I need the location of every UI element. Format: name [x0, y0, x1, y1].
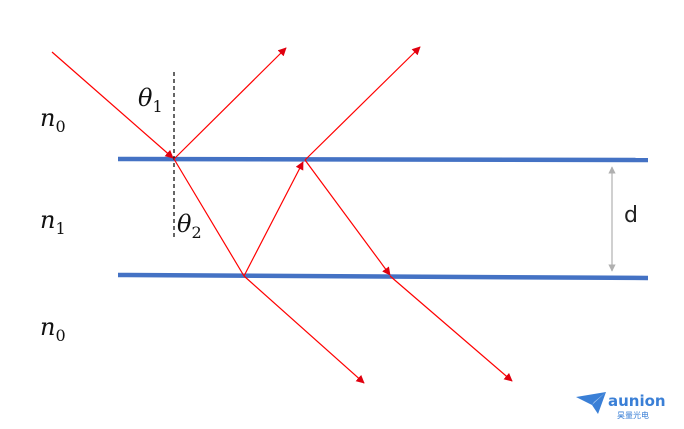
internal-ray-down-2 [304, 159, 391, 276]
label-n-middle: n1 [40, 206, 66, 238]
label-theta-2: θ2 [177, 210, 202, 242]
logo-name: aunion [608, 392, 666, 410]
label-n-top: n0 [40, 104, 66, 136]
transmitted-ray-1 [243, 275, 365, 384]
label-n-bottom: n0 [40, 313, 66, 345]
reflected-ray-1 [173, 47, 287, 160]
label-thickness: d [624, 203, 638, 228]
label-theta-1: θ1 [138, 84, 163, 116]
refracted-ray-down [173, 158, 245, 277]
logo-subtitle: 昊量光电 [617, 410, 649, 420]
bottom-interface [117, 272, 649, 281]
incident-ray [51, 51, 174, 159]
internal-ray-up [243, 161, 304, 277]
top-interface [117, 156, 649, 163]
aunion-logo: aunion 昊量光电 [576, 392, 666, 420]
transmitted-ray-2 [389, 275, 513, 382]
reflected-ray-2 [304, 46, 421, 161]
paper-plane-icon [576, 392, 606, 414]
